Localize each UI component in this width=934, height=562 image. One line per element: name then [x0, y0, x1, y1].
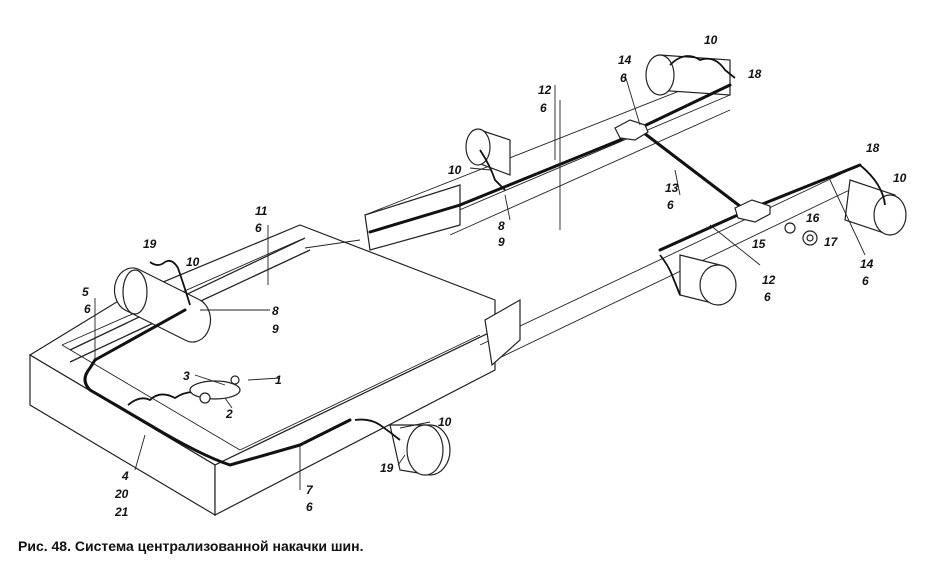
- label-13: 13: [665, 181, 679, 195]
- label-10c: 10: [448, 163, 462, 177]
- label-6f: 6: [667, 198, 674, 212]
- label-20: 20: [114, 487, 129, 501]
- wheel-middle-right: [679, 254, 737, 306]
- part-16-17: [784, 222, 818, 246]
- label-3: 3: [183, 369, 190, 383]
- figure-caption: Рис. 48. Система централизованной накачк…: [18, 538, 364, 554]
- label-12b: 12: [762, 273, 776, 287]
- label-11: 11: [255, 204, 268, 218]
- label-6a: 6: [84, 302, 91, 316]
- label-9b: 9: [498, 235, 505, 249]
- label-4: 4: [121, 469, 129, 483]
- label-6g: 6: [764, 290, 771, 304]
- label-12a: 12: [538, 83, 552, 97]
- label-6e: 6: [620, 71, 627, 85]
- label-9a: 9: [272, 322, 279, 336]
- label-15: 15: [752, 237, 766, 251]
- cross-fitting-mid: [734, 199, 771, 223]
- label-19b: 19: [380, 461, 394, 475]
- leader-lines: [94, 74, 866, 490]
- label-6d: 6: [540, 101, 547, 115]
- cross-fitting-rear: [614, 119, 649, 141]
- label-17: 17: [824, 235, 839, 249]
- label-6c: 6: [255, 221, 262, 235]
- label-19a: 19: [143, 237, 157, 251]
- label-14a: 14: [618, 53, 632, 67]
- label-1: 1: [275, 373, 282, 387]
- label-10a: 10: [186, 255, 200, 269]
- control-valve: [189, 375, 241, 404]
- label-10d: 10: [704, 33, 718, 47]
- label-18b: 18: [866, 141, 880, 155]
- frame-rails: [69, 74, 861, 367]
- front-axle-block: [28, 224, 496, 517]
- label-2: 2: [225, 407, 233, 421]
- label-5: 5: [82, 285, 89, 299]
- label-18a: 18: [748, 67, 762, 81]
- label-8b: 8: [498, 219, 505, 233]
- callout-labels: 1 2 3 4 20 21 5 6 7 6 8 9 10 19 11 6 10 …: [82, 33, 907, 519]
- label-8a: 8: [272, 304, 279, 318]
- label-21: 21: [114, 505, 129, 519]
- label-6b: 6: [306, 500, 313, 514]
- wheel-rear-right: [844, 179, 907, 236]
- wheel-front-left: [113, 267, 212, 343]
- label-6h: 6: [862, 274, 869, 288]
- label-16: 16: [806, 211, 820, 225]
- wheel-front-right: [389, 424, 451, 476]
- wheel-rear-left: [645, 54, 731, 96]
- label-7: 7: [306, 483, 314, 497]
- label-10e: 10: [893, 171, 907, 185]
- label-10b: 10: [438, 415, 452, 429]
- label-14b: 14: [860, 257, 874, 271]
